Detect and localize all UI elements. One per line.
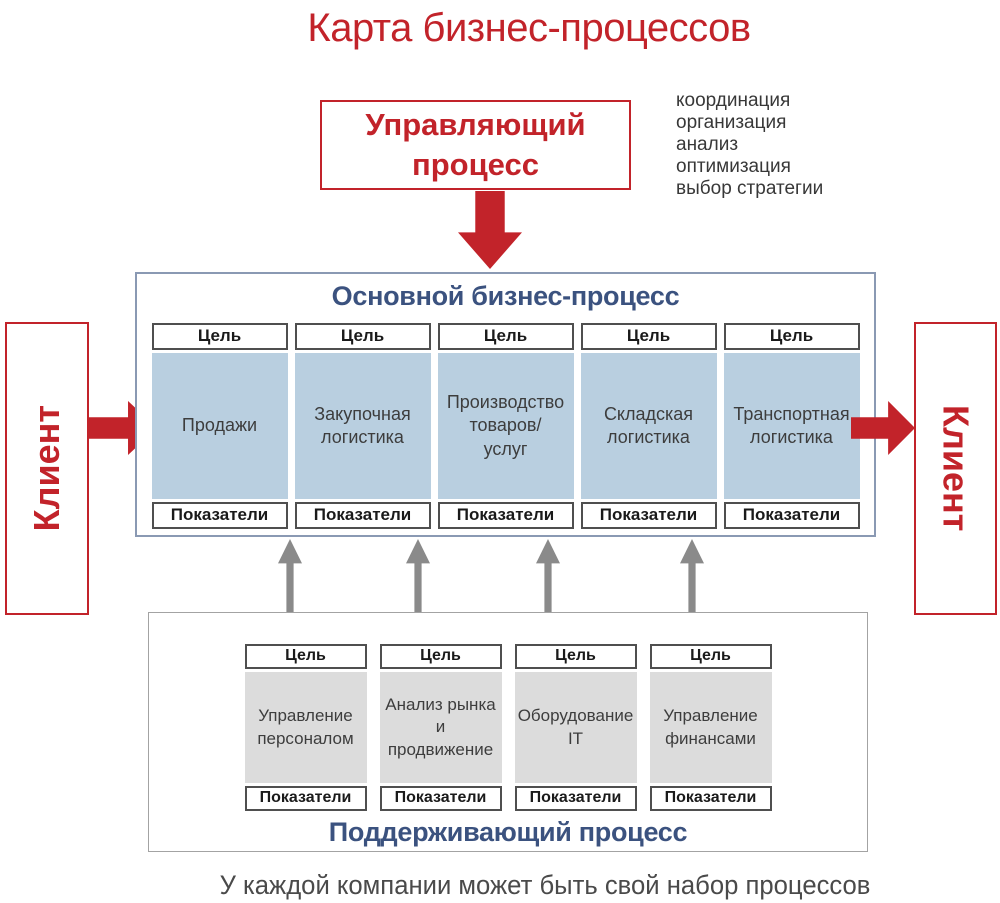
metrics-tag: Показатели — [294, 502, 431, 529]
client-box-left: Клиент — [5, 322, 89, 615]
function-item: выбор стратегии — [676, 178, 824, 199]
managing-process-box: Управляющий процесс — [320, 100, 631, 190]
supporting-process-box: Цель Управление персоналом Показатели Це… — [148, 612, 868, 852]
metrics-tag: Показатели — [379, 786, 502, 811]
goal-tag: Цель — [649, 644, 772, 669]
goal-tag: Цель — [723, 323, 860, 350]
goal-tag: Цель — [244, 644, 367, 669]
function-item: анализ — [676, 134, 739, 155]
metrics-tag: Показатели — [437, 502, 574, 529]
goal-tag: Цель — [151, 323, 288, 350]
main-process-title: Основной бизнес-процесс — [331, 281, 680, 311]
main-column-purchasing-logistics: Цель Закупочная логистика Показатели — [294, 323, 431, 529]
supporting-process-columns: Цель Управление персоналом Показатели Це… — [149, 644, 867, 811]
support-column-label: Управление персоналом — [244, 672, 367, 783]
metrics-tag: Показатели — [514, 786, 637, 811]
footnote: У каждой компании может быть свой набор … — [219, 870, 871, 900]
page-title: Карта бизнес-процессов — [307, 6, 751, 50]
goal-tag: Цель — [294, 323, 431, 350]
main-column-label: Транспортная логистика — [723, 353, 860, 499]
function-item: оптимизация — [676, 156, 791, 177]
metrics-tag: Показатели — [244, 786, 367, 811]
support-column-it-equipment: Цель Оборудование IT Показатели — [514, 644, 637, 811]
main-process-box: Основной бизнес-процесс Цель Продажи Пок… — [135, 272, 876, 537]
support-column-hr: Цель Управление персоналом Показатели — [244, 644, 367, 811]
goal-tag: Цель — [379, 644, 502, 669]
main-column-transport-logistics: Цель Транспортная логистика Показатели — [723, 323, 860, 529]
main-column-label: Производство товаров/ услуг — [437, 353, 574, 499]
goal-tag: Цель — [580, 323, 717, 350]
metrics-tag: Показатели — [151, 502, 288, 529]
main-column-sales: Цель Продажи Показатели — [151, 323, 288, 529]
goal-tag: Цель — [514, 644, 637, 669]
main-column-warehouse-logistics: Цель Складская логистика Показатели — [580, 323, 717, 529]
managing-process-label: Управляющий процесс — [365, 107, 586, 182]
main-column-label: Складская логистика — [580, 353, 717, 499]
main-process-columns: Цель Продажи Показатели Цель Закупочная … — [137, 323, 874, 529]
client-left-label: Клиент — [26, 405, 67, 532]
support-column-marketing: Цель Анализ рынка и продвижение Показате… — [379, 644, 502, 811]
support-column-label: Оборудование IT — [514, 672, 637, 783]
client-right-label: Клиент — [935, 405, 977, 532]
down-arrow-icon — [458, 191, 522, 269]
metrics-tag: Показатели — [723, 502, 860, 529]
metrics-tag: Показатели — [649, 786, 772, 811]
main-column-label: Продажи — [151, 353, 288, 499]
support-column-label: Управление финансами — [649, 672, 772, 783]
managing-functions-list: координация организация анализ оптимизац… — [676, 90, 823, 200]
client-box-right: Клиент — [914, 322, 997, 615]
metrics-tag: Показатели — [580, 502, 717, 529]
function-item: координация — [676, 90, 791, 111]
main-column-production: Цель Производство товаров/ услуг Показат… — [437, 323, 574, 529]
goal-tag: Цель — [437, 323, 574, 350]
function-item: организация — [676, 112, 787, 133]
main-column-label: Закупочная логистика — [294, 353, 431, 499]
support-column-label: Анализ рынка и продвижение — [379, 672, 502, 783]
support-column-finance: Цель Управление финансами Показатели — [649, 644, 772, 811]
supporting-process-title: Поддерживающий процесс — [328, 817, 688, 847]
